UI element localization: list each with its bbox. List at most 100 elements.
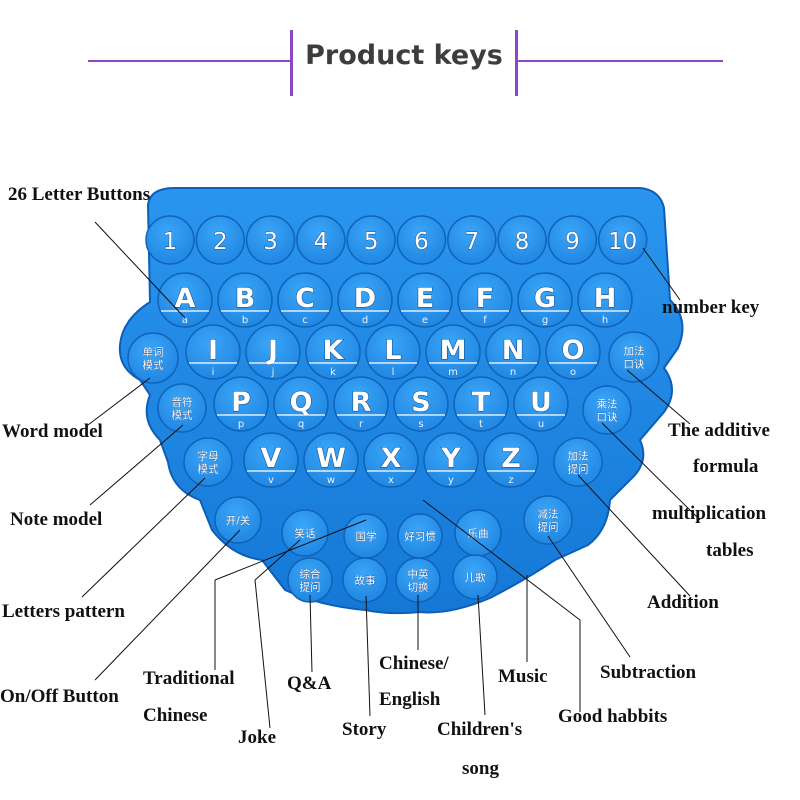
letter-key-c[interactable]: Cc [277, 272, 333, 328]
letter-key-p[interactable]: Pp [213, 376, 269, 432]
letter-key-lowercase: w [327, 475, 335, 486]
leader-letter-buttons [94, 221, 186, 319]
letter-key-lowercase: s [418, 419, 423, 430]
letter-key-z[interactable]: Zz [483, 432, 539, 488]
letter-key-uppercase: M [440, 335, 467, 366]
letter-key-uppercase: T [472, 387, 491, 418]
func-key-music[interactable]: 乐曲 [454, 509, 502, 557]
number-key-1[interactable]: 1 [145, 215, 195, 265]
leader-multiplication [601, 422, 701, 521]
callout-word-model: Word model [2, 421, 103, 442]
callout-qa: Q&A [287, 673, 332, 694]
letter-key-i[interactable]: Ii [185, 324, 241, 380]
func-key-on-off[interactable]: 开/关 [214, 496, 262, 544]
letter-key-e[interactable]: Ee [397, 272, 453, 328]
leader-on-off [94, 529, 241, 681]
letter-key-a[interactable]: Aa [157, 272, 213, 328]
number-key-label: 7 [464, 229, 479, 255]
letter-key-uppercase: O [562, 335, 585, 366]
letter-key-l[interactable]: Ll [365, 324, 421, 380]
number-key-5[interactable]: 5 [346, 215, 396, 265]
letter-key-q[interactable]: Qq [273, 376, 329, 432]
letter-key-m[interactable]: Mm [425, 324, 481, 380]
func-key-traditional-chinese[interactable]: 国学 [343, 513, 389, 559]
letter-key-b[interactable]: Bb [217, 272, 273, 328]
leader-joke-b [254, 539, 301, 581]
callout-multiplication-line2: tables [706, 540, 754, 561]
letter-key-uppercase: L [384, 335, 401, 366]
number-key-label: 8 [515, 229, 530, 255]
letter-key-lowercase: c [302, 315, 308, 326]
letter-key-uppercase: Q [290, 387, 313, 418]
letter-key-uppercase: Z [501, 443, 521, 474]
number-key-3[interactable]: 3 [245, 215, 296, 265]
letter-key-j[interactable]: Jj [245, 324, 301, 380]
letter-key-k[interactable]: Kk [305, 324, 361, 380]
func-key-label: 提问 [300, 581, 321, 594]
letter-key-u[interactable]: Uu [513, 376, 569, 432]
func-key-childrens-song[interactable]: 儿歌 [452, 554, 498, 600]
callout-addition: Addition [647, 592, 719, 613]
letter-key-d[interactable]: Dd [337, 272, 393, 328]
leader-qa [309, 594, 313, 673]
number-key-6[interactable]: 6 [396, 215, 447, 265]
number-key-label: 3 [263, 229, 278, 255]
func-key-good-habits[interactable]: 好习惯 [397, 513, 443, 559]
letter-key-lowercase: i [212, 367, 215, 378]
number-key-8[interactable]: 8 [497, 215, 547, 265]
letter-key-uppercase: R [351, 387, 372, 418]
header-rule-left [88, 60, 290, 62]
callout-joke: Joke [238, 727, 276, 748]
number-key-label: 5 [364, 229, 379, 255]
number-key-7[interactable]: 7 [447, 215, 497, 265]
leader-story [365, 595, 371, 717]
func-key-label: 音符 [172, 396, 193, 409]
letter-key-lowercase: o [570, 367, 576, 378]
letter-key-w[interactable]: Ww [303, 432, 359, 488]
letter-key-g[interactable]: Gg [517, 272, 573, 328]
letter-key-uppercase: B [235, 283, 256, 314]
letter-key-s[interactable]: Ss [393, 376, 449, 432]
callout-letters-pattern: Letters pattern [2, 601, 125, 622]
leader-traditional-b [214, 519, 367, 581]
number-key-9[interactable]: 9 [547, 215, 598, 265]
func-key-story[interactable]: 故事 [342, 557, 388, 603]
letter-key-v[interactable]: Vv [243, 432, 299, 488]
func-key-label: 提问 [538, 521, 559, 534]
func-key-label: 综合 [300, 568, 321, 581]
letter-key-uppercase: N [502, 335, 525, 366]
func-key-label: 好习惯 [404, 530, 436, 543]
letter-key-h[interactable]: Hh [577, 272, 633, 328]
callout-letter-buttons: 26 Letter Buttons [8, 184, 151, 205]
number-key-2[interactable]: 2 [195, 215, 246, 265]
letter-key-r[interactable]: Rr [333, 376, 389, 432]
letter-key-lowercase: b [242, 315, 248, 326]
letter-key-lowercase: r [359, 419, 364, 430]
letter-key-y[interactable]: Yy [423, 432, 479, 488]
letter-key-t[interactable]: Tt [453, 376, 509, 432]
leader-letters-pattern [81, 477, 206, 598]
number-key-4[interactable]: 4 [296, 215, 346, 265]
letter-key-uppercase: S [411, 387, 430, 418]
letter-key-uppercase: A [175, 283, 196, 314]
letter-key-o[interactable]: Oo [545, 324, 601, 380]
func-key-joke[interactable]: 笑话 [281, 509, 329, 557]
letter-key-lowercase: q [298, 419, 304, 430]
leader-additive-formula [626, 369, 691, 425]
letter-key-n[interactable]: Nn [485, 324, 541, 380]
letter-key-lowercase: g [542, 315, 548, 326]
letter-key-f[interactable]: Ff [457, 272, 513, 328]
letter-key-x[interactable]: Xx [363, 432, 419, 488]
callout-chinese-english-line1: Chinese/ [379, 653, 449, 674]
number-key-10[interactable]: 10 [597, 215, 648, 265]
